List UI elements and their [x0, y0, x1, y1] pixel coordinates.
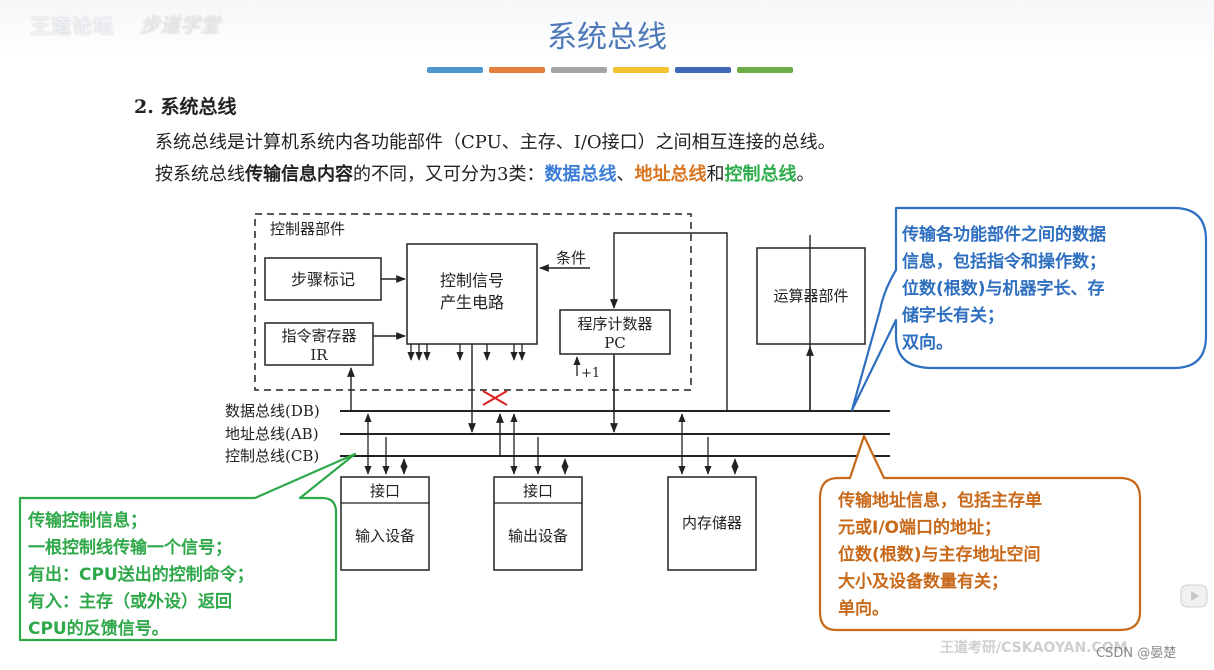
logo: 王道论坛 [30, 14, 114, 38]
memory-label: 内存储器 [682, 514, 742, 532]
alu-label: 运算器部件 [773, 287, 848, 305]
footer-faint-text: 王道考研/CSKAOYAN.COM [940, 640, 1128, 656]
cpu-connections [347, 232, 814, 456]
logo-script: 步道学堂 [140, 13, 220, 37]
output-device-label: 输出设备 [508, 527, 568, 545]
pc-label-1: 程序计数器 [577, 315, 652, 333]
ir-label-2: IR [310, 346, 328, 364]
controller-group [254, 213, 692, 391]
p2-middle: 的不同，又可分为3类： [353, 164, 545, 185]
p2-bold: 传输信息内容 [245, 164, 353, 185]
p2-prefix: 按系统总线 [155, 164, 245, 185]
signal-generator-label-2: 产生电路 [440, 293, 504, 312]
title-bar-4 [613, 67, 669, 73]
red-x-mark [482, 390, 508, 406]
title-bar-3 [551, 67, 607, 73]
input-device-box [340, 476, 430, 571]
page-title: 系统总线 [547, 20, 667, 55]
paragraph-classification: 按系统总线传输信息内容的不同，又可分为3类：数据总线、地址总线和控制总线。 [155, 160, 814, 186]
title-bar-6 [737, 67, 793, 73]
signal-ticks [407, 344, 526, 361]
p2-end: 。 [796, 164, 815, 185]
data-bus-term: 数据总线 [544, 164, 617, 185]
data-callout [850, 206, 1208, 412]
control-callout [18, 452, 357, 642]
step-marker-box [264, 257, 382, 301]
input-interface-label: 接口 [370, 482, 400, 500]
control-bus-term: 控制总线 [724, 164, 797, 185]
watermark: CSDN @晏楚 [1096, 646, 1177, 661]
ir-label-1: 指令寄存器 [281, 327, 356, 345]
controller-group-label: 控制器部件 [270, 220, 345, 238]
output-device-box [493, 476, 583, 571]
p2-sep1: 、 [616, 164, 635, 185]
section-heading: 2. 系统总线 [134, 96, 237, 118]
signal-generator-label-1: 控制信号 [440, 271, 504, 290]
memory-box [667, 476, 757, 571]
control-callout-text: 传输控制信息； 一根控制线传输一个信号； 有出：CPU送出的控制命令； 有入：主… [28, 511, 254, 639]
address-callout [818, 434, 1142, 632]
device-connections [364, 413, 739, 475]
ir-box [264, 322, 374, 366]
input-device-label: 输入设备 [355, 527, 415, 545]
title-bar-2 [489, 67, 545, 73]
address-bus-term: 地址总线 [634, 164, 707, 185]
output-interface-label: 接口 [523, 482, 553, 500]
title-bar-5 [675, 67, 731, 73]
pc-box [559, 309, 671, 355]
plus-one-label: +1 [581, 366, 600, 381]
address-bus-label: 地址总线(AB) [225, 425, 319, 443]
play-icon[interactable] [1180, 584, 1208, 608]
pc-label-2: PC [604, 334, 626, 352]
control-bus-label: 控制总线(CB) [225, 447, 319, 465]
title-bar-1 [427, 67, 483, 73]
data-callout-text: 传输各功能部件之间的数据 信息，包括指令和操作数； 位数(根数)与机器字长、存 … [902, 225, 1106, 353]
alu-box [756, 247, 866, 345]
paragraph-definition: 系统总线是计算机系统内各功能部件（CPU、主存、I/O接口）之间相互连接的总线。 [155, 132, 836, 153]
p2-sep2: 和 [706, 164, 725, 185]
address-callout-text: 传输地址信息，包括主存单 元或I/O端口的地址； 位数(根数)与主存地址空间 大… [838, 491, 1042, 619]
step-marker-label: 步骤标记 [291, 270, 355, 289]
data-bus-label: 数据总线(DB) [225, 402, 320, 420]
condition-label: 条件 [556, 249, 586, 267]
